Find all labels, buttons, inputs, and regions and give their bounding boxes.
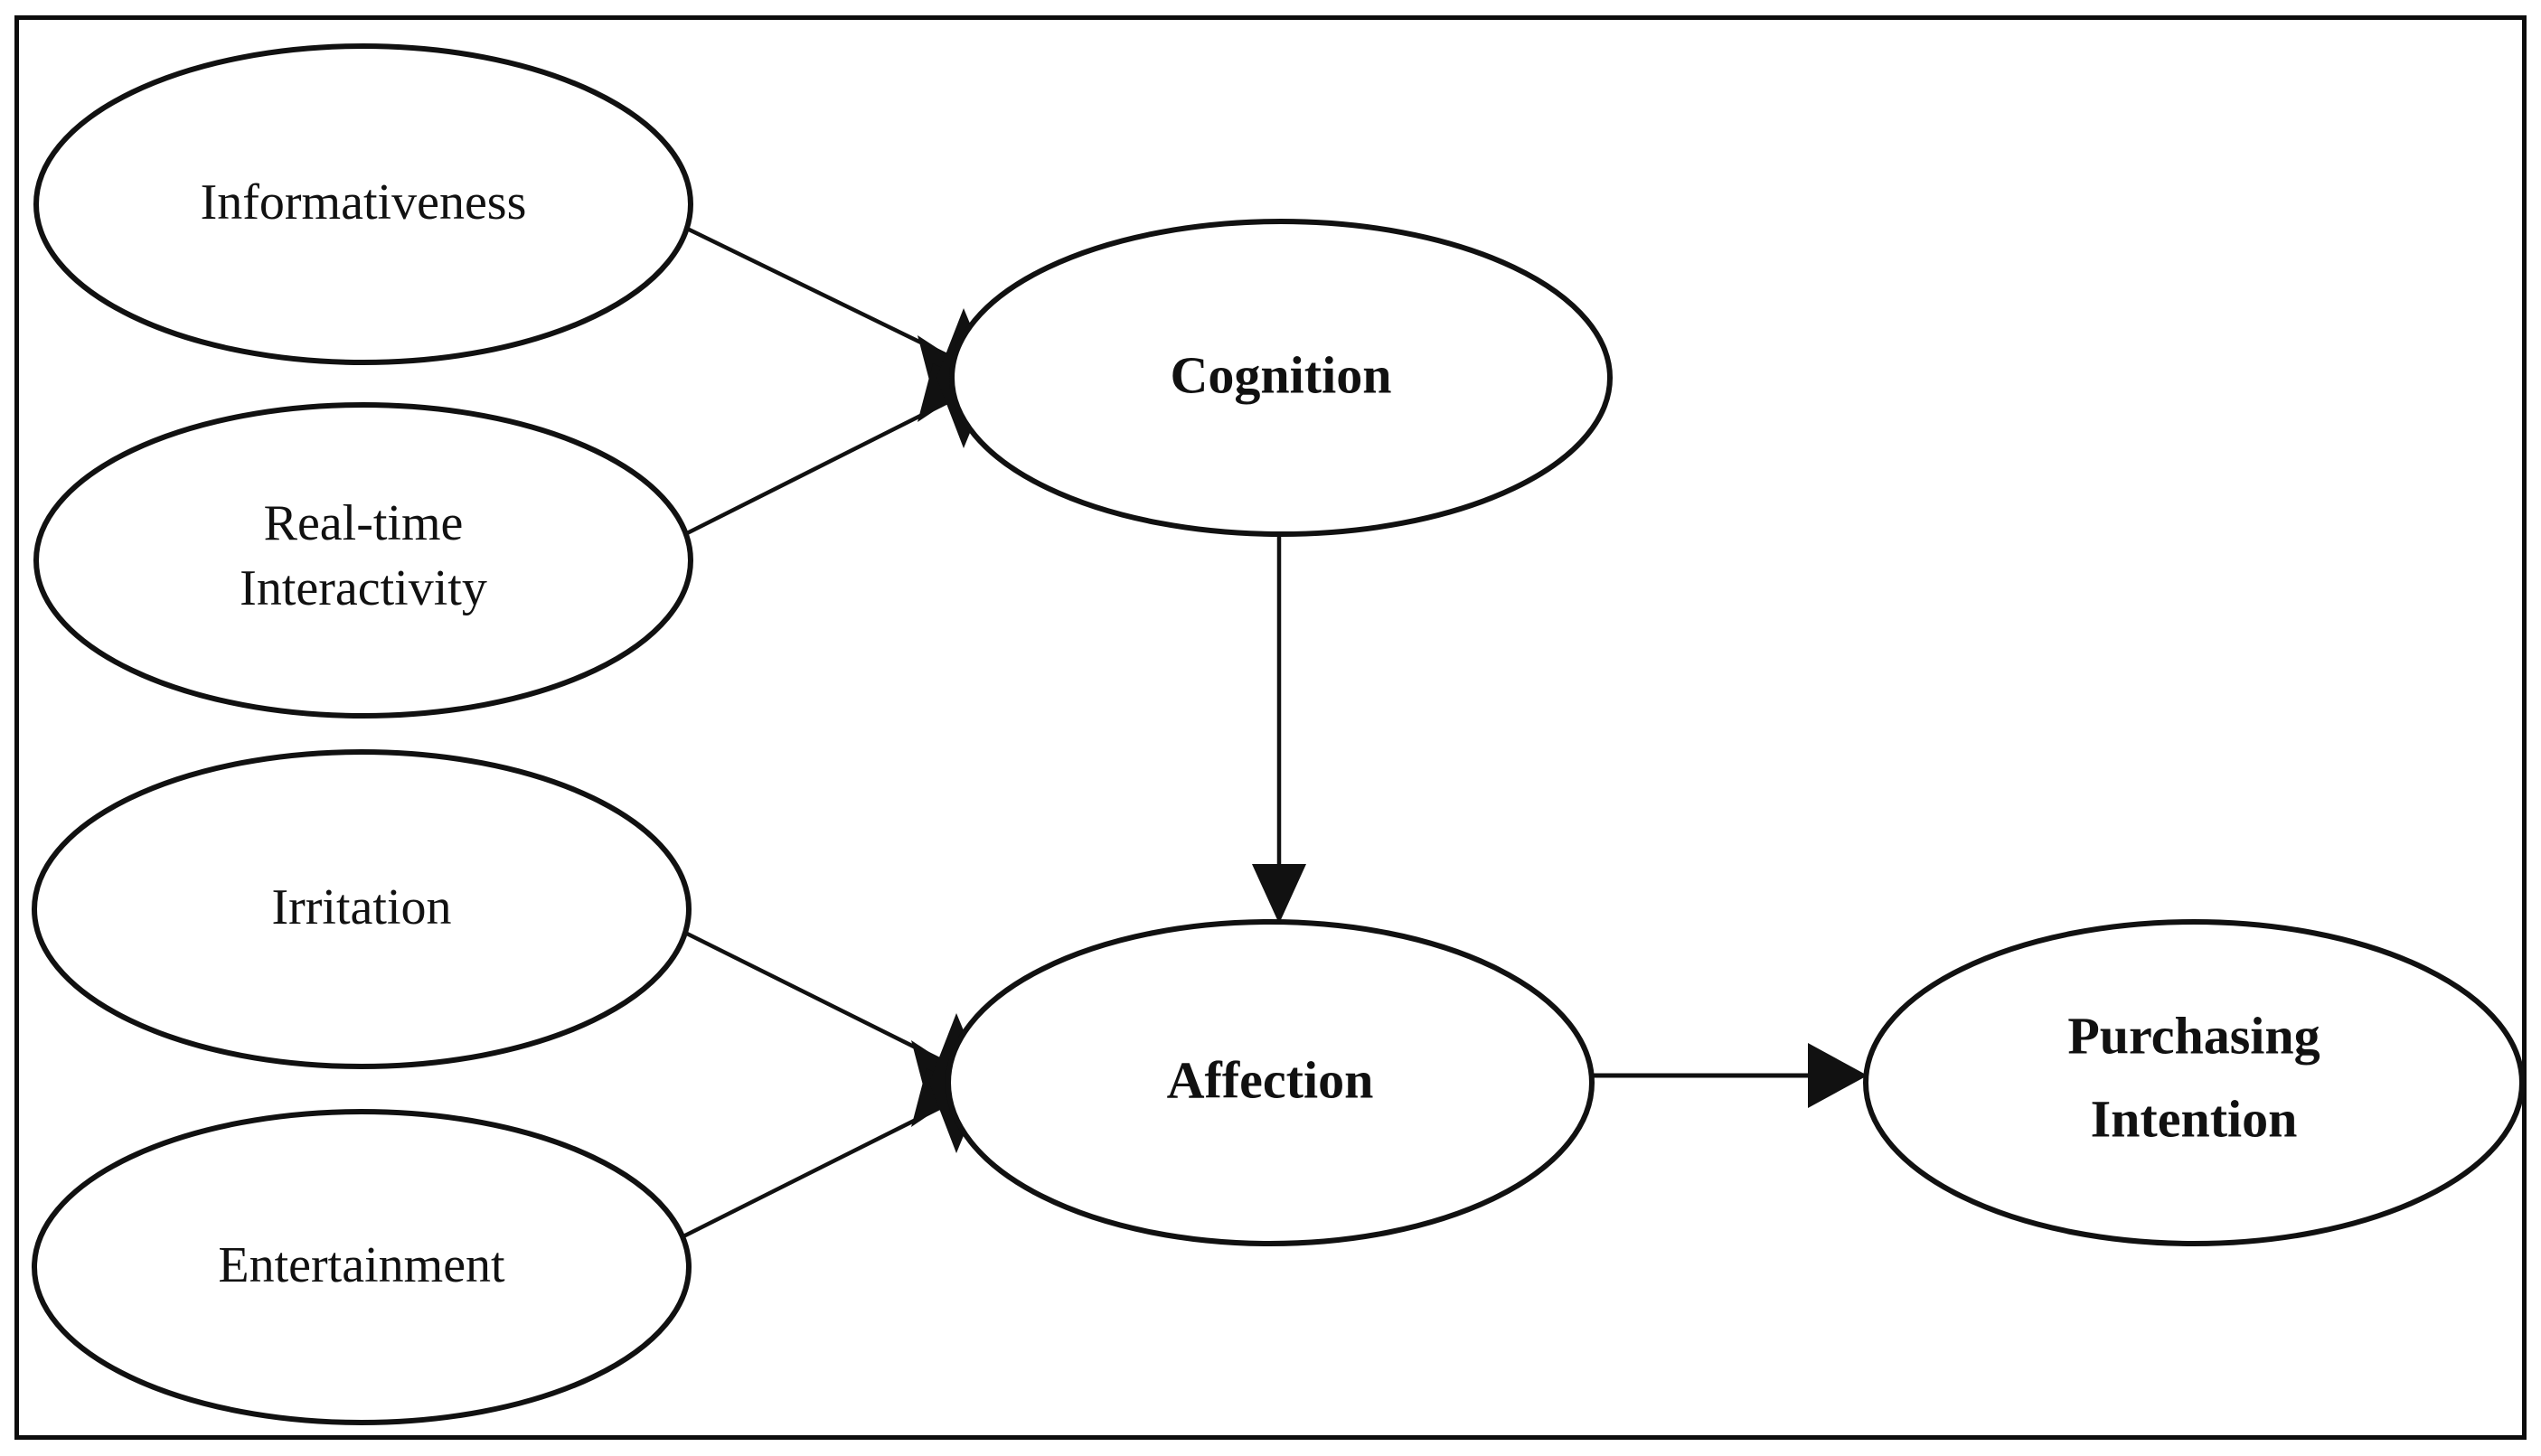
node-ellipse-informativeness [33, 43, 693, 365]
edge-affection-to-purchasing-intention [1589, 1043, 1868, 1108]
node-label-affection: Affection [1167, 1050, 1374, 1109]
node-label-entertainment: Entertainment [218, 1237, 505, 1293]
node-label-real-time-interactivity-line-2: Interactivity [240, 560, 487, 616]
node-ellipse-affection [946, 919, 1595, 1246]
node-cognition[interactable]: Cognition [949, 219, 1613, 537]
node-label-purchasing-intention-line-1: Purchasing [2067, 1006, 2320, 1065]
node-ellipse-purchasing-intention [1863, 919, 2525, 1246]
node-label-irritation: Irritation [271, 879, 451, 935]
node-ellipse-entertainment [32, 1109, 692, 1425]
node-ellipse-cognition [949, 219, 1613, 537]
node-ellipse-real-time-interactivity [33, 402, 693, 719]
node-affection[interactable]: Affection [946, 919, 1595, 1246]
edge-irritation-to-affection [676, 926, 967, 1099]
edge-cognition-to-affection [1252, 535, 1306, 924]
node-real-time-interactivity[interactable]: Real-time Interactivity [33, 402, 693, 719]
arrowhead-icon [1252, 864, 1306, 924]
node-label-purchasing-intention-line-2: Intention [2091, 1089, 2298, 1148]
node-informativeness[interactable]: Informativeness [33, 43, 693, 365]
arrowhead-icon [1808, 1043, 1868, 1108]
diagram-frame-border [14, 15, 2527, 1440]
node-label-informativeness: Informativeness [201, 174, 527, 230]
edge-entertainment-to-affection [674, 1068, 967, 1243]
node-entertainment[interactable]: Entertainment [32, 1109, 692, 1425]
edge-informativeness-to-cognition [679, 222, 974, 394]
node-irritation[interactable]: Irritation [32, 749, 692, 1069]
node-label-real-time-interactivity-line-1: Real-time [264, 495, 464, 551]
edge-real-time-interactivity-to-cognition [676, 363, 974, 540]
node-ellipse-irritation [32, 749, 692, 1069]
node-purchasing-intention[interactable]: Purchasing Intention [1863, 919, 2525, 1246]
node-label-cognition: Cognition [1171, 345, 1392, 404]
